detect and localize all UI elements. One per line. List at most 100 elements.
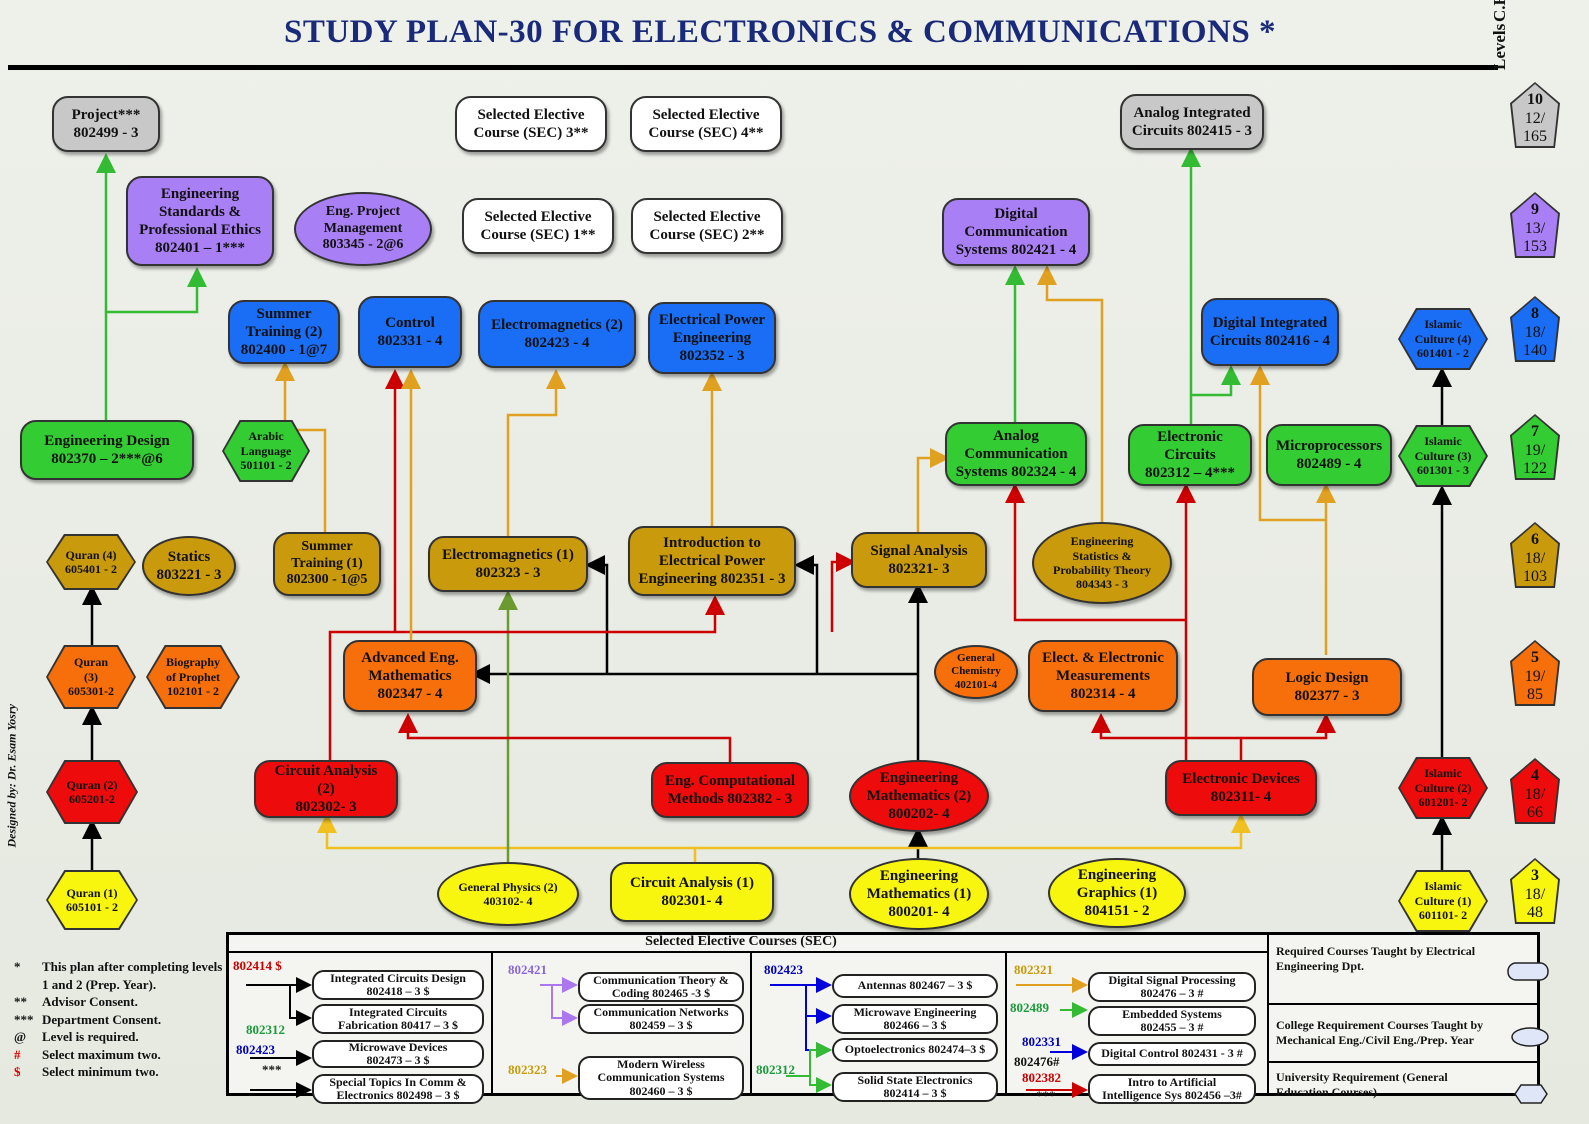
sec-course[interactable]: Antennas 802467 – 3 $: [832, 974, 998, 998]
legend-university-requirement: University Requirement (General Educatio…: [1276, 1070, 1448, 1099]
hex-quran-3[interactable]: Quran (3) 605301-2: [46, 645, 136, 709]
course-sec2[interactable]: Selected Elective Course (SEC) 2**: [631, 198, 783, 254]
sec-course[interactable]: Communication Networks 802459 – 3 $: [578, 1004, 744, 1034]
level-ch: 18/ 140: [1523, 323, 1547, 360]
sec-course[interactable]: Modern Wireless Communication Systems 80…: [578, 1056, 744, 1100]
sec-code: 802423: [236, 1042, 275, 1057]
sec-code: ***: [262, 1062, 282, 1077]
hex-quran-2[interactable]: Quran (2) 605201-2: [46, 760, 138, 824]
course-signal-analysis[interactable]: Signal Analysis 802321- 3: [851, 532, 987, 588]
course-electromagnetics-2[interactable]: Electromagnetics (2) 802423 - 4: [478, 300, 636, 368]
sec-course[interactable]: Integrated Circuits Fabrication 80417 – …: [312, 1004, 484, 1034]
sec-course[interactable]: Intro to Artificial Intelligence Sys 802…: [1088, 1074, 1256, 1104]
hex-islamic-culture-4[interactable]: Islamic Culture (4) 601401 - 2: [1398, 308, 1488, 370]
hex-islamic-culture-2[interactable]: Islamic Culture (2) 601201- 2: [1398, 757, 1488, 819]
course-microprocessors[interactable]: Microprocessors 802489 - 4: [1266, 424, 1392, 486]
sec-title: Selected Elective Courses (SEC): [645, 934, 837, 949]
sec-code: 802312: [246, 1022, 285, 1037]
course-computational-methods[interactable]: Eng. Computational Methods 802382 - 3: [651, 762, 809, 818]
course-general-physics-2[interactable]: General Physics (2) 403102- 4: [437, 862, 579, 926]
sec-course[interactable]: Solid State Electronics 802414 – 3 $: [832, 1072, 998, 1102]
note-symbol: $: [14, 1064, 21, 1079]
course-eng-statistics[interactable]: Engineering Statistics & Probability The…: [1032, 522, 1172, 604]
sec-course[interactable]: Communication Theory & Coding 802465 -3 …: [578, 972, 744, 1002]
sec-course[interactable]: Optoelectronics 802474–3 $: [832, 1038, 998, 1062]
course-eng-design[interactable]: Engineering Design 802370 – 2***@6: [20, 420, 194, 480]
sec-course[interactable]: Embedded Systems 802455 – 3 #: [1088, 1006, 1256, 1036]
sec-code: 802421: [508, 962, 547, 977]
page-title: STUDY PLAN-30 FOR ELECTRONICS & COMMUNIC…: [283, 14, 1277, 50]
course-logic-design[interactable]: Logic Design 802377 - 3: [1252, 658, 1402, 716]
course-electromagnetics-1[interactable]: Electromagnetics (1) 802323 - 3: [428, 536, 588, 592]
sec-course[interactable]: Digital Control 802431 - 3 #: [1088, 1042, 1256, 1066]
level-ch: 19/ 122: [1523, 441, 1547, 478]
sec-course[interactable]: Special Topics In Comm & Electronics 802…: [312, 1074, 484, 1104]
course-control[interactable]: Control 802331 - 4: [358, 296, 462, 368]
sec-course[interactable]: Microwave Devices 802473 – 3 $: [312, 1040, 484, 1068]
course-analog-ic[interactable]: Analog Integrated Circuits 802415 - 3: [1120, 94, 1264, 150]
course-electronic-devices[interactable]: Electronic Devices 802311- 4: [1165, 760, 1317, 816]
note-text: This plan after completing levels 1 and …: [42, 959, 223, 992]
course-summer-training-1[interactable]: Summer Training (1) 802300 - 1@5: [273, 532, 381, 596]
note-text: Level is required.: [42, 1029, 139, 1044]
sec-course[interactable]: Integrated Circuits Design 802418 – 3 $: [312, 970, 484, 1000]
sec-code: 802321: [1014, 962, 1053, 977]
hex-islamic-culture-3[interactable]: Islamic Culture (3) 601301 - 3: [1398, 425, 1488, 487]
course-measurements[interactable]: Elect. & Electronic Measurements 802314 …: [1028, 640, 1178, 712]
course-eng-math-1[interactable]: Engineering Mathematics (1) 800201- 4: [849, 858, 989, 930]
course-analog-comm[interactable]: Analog Communication Systems 802324 - 4: [945, 422, 1087, 486]
level-ch: 18/ 66: [1524, 785, 1546, 822]
course-general-chemistry[interactable]: General Chemistry 402101-4: [934, 645, 1018, 699]
footnotes: *This plan after completing levels 1 and…: [14, 958, 224, 1081]
sec-code: 802423: [764, 962, 803, 977]
level-number: 5: [1531, 649, 1539, 667]
sec-code: 802382: [1022, 1070, 1061, 1085]
course-project[interactable]: Project*** 802499 - 3: [52, 96, 160, 152]
course-eng-project-mgmt[interactable]: Eng. Project Management 803345 - 2@6: [294, 192, 432, 266]
note-symbol: ***: [14, 1011, 34, 1027]
note-text: Advisor Consent.: [42, 994, 138, 1009]
title-rule: [8, 65, 1498, 70]
hex-islamic-culture-1[interactable]: Islamic Culture (1) 601101- 2: [1398, 870, 1488, 932]
level-number: 10: [1527, 91, 1543, 109]
note-symbol: **: [14, 994, 27, 1009]
sec-code: 802331: [1022, 1034, 1061, 1049]
sec-course[interactable]: Microwave Engineering 802466 – 3 $: [832, 1004, 998, 1034]
course-sec1[interactable]: Selected Elective Course (SEC) 1**: [462, 198, 614, 254]
course-sec4[interactable]: Selected Elective Course (SEC) 4**: [630, 96, 782, 152]
course-digital-comm[interactable]: Digital Communication Systems 802421 - 4: [942, 198, 1090, 266]
course-intro-electrical-power[interactable]: Introduction to Electrical Power Enginee…: [628, 526, 796, 596]
note-symbol: #: [14, 1046, 21, 1062]
course-circuit-analysis-2[interactable]: Circuit Analysis (2) 802302- 3: [254, 760, 398, 818]
course-electronic-circuits[interactable]: Electronic Circuits 802312 – 4***: [1128, 424, 1252, 486]
course-circuit-analysis-1[interactable]: Circuit Analysis (1) 802301- 4: [610, 862, 774, 922]
hex-arabic-language[interactable]: Arabic Language 501101 - 2: [222, 420, 310, 482]
sec-code: 802489: [1010, 1000, 1049, 1015]
course-eng-graphics[interactable]: Engineering Graphics (1) 804151 - 2: [1048, 858, 1186, 928]
level-number: 8: [1531, 305, 1539, 323]
course-sec3[interactable]: Selected Elective Course (SEC) 3**: [455, 96, 607, 152]
course-electrical-power-eng[interactable]: Electrical Power Engineering 802352 - 3: [648, 302, 776, 374]
course-eng-standards[interactable]: Engineering Standards & Professional Eth…: [126, 176, 274, 266]
sec-course[interactable]: Digital Signal Processing 802476 – 3 #: [1088, 972, 1256, 1002]
course-statics[interactable]: Statics 803221 - 3: [142, 536, 236, 596]
legend-college-requirement: College Requirement Courses Taught by Me…: [1276, 1018, 1484, 1047]
course-eng-math-2[interactable]: Engineering Mathematics (2) 800202- 4: [849, 760, 989, 832]
course-advanced-eng-math[interactable]: Advanced Eng. Mathematics 802347 - 4: [343, 640, 477, 712]
course-digital-ic[interactable]: Digital Integrated Circuits 802416 - 4: [1201, 298, 1339, 366]
course-summer-training-2[interactable]: Summer Training (2) 802400 - 1@7: [228, 300, 340, 364]
sec-code: 802476#: [1014, 1054, 1060, 1069]
legend-required-courses: Required Courses Taught by Electrical En…: [1276, 944, 1476, 973]
hex-quran-4[interactable]: Quran (4) 605401 - 2: [46, 534, 136, 590]
hex-quran-1[interactable]: Quran (1) 605101 - 2: [46, 870, 138, 930]
level-number: 6: [1531, 531, 1539, 549]
hex-biography-prophet[interactable]: Biography of Prophet 102101 - 2: [146, 645, 240, 709]
level-number: 7: [1531, 423, 1539, 441]
